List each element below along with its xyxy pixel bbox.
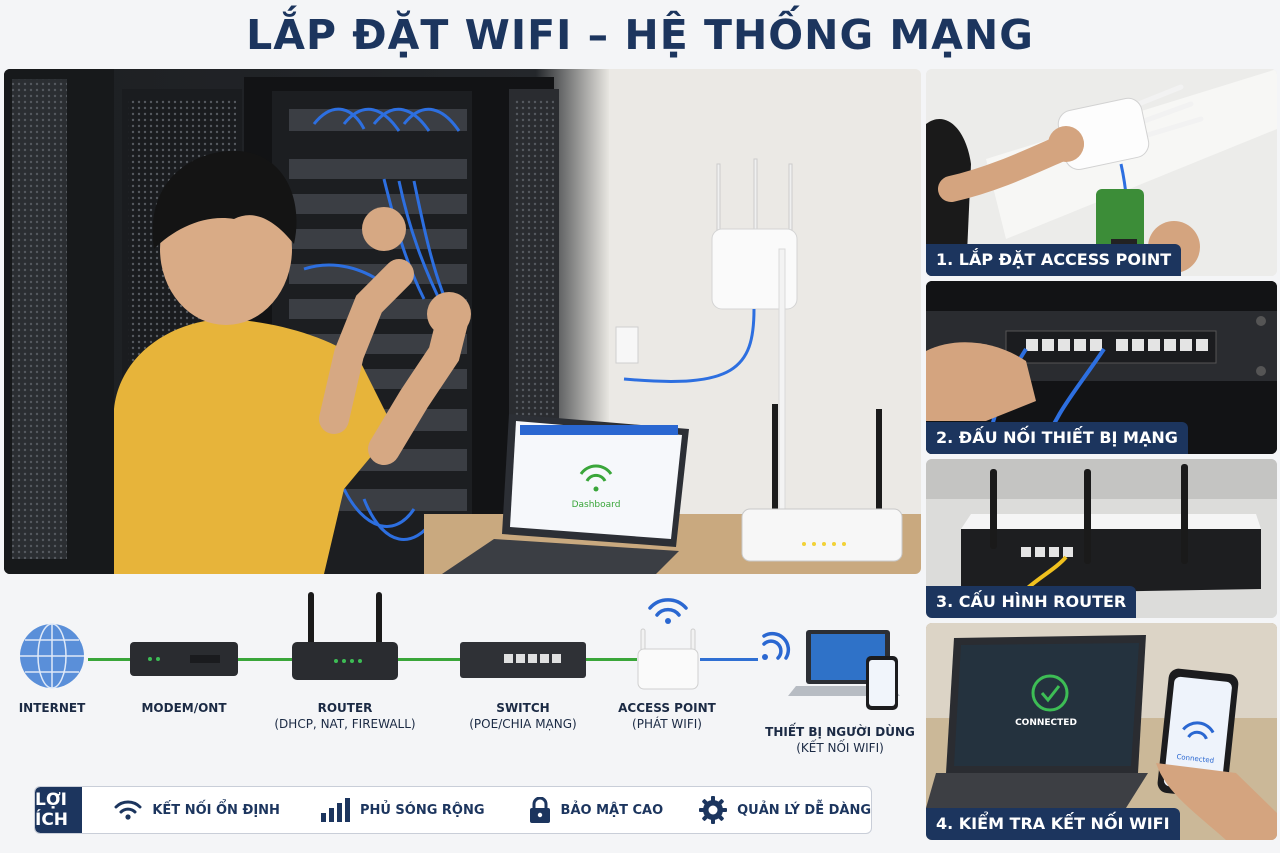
gear-icon	[699, 796, 728, 824]
flow-label-modem: MODEM/ONT	[141, 701, 227, 715]
network-flow-diagram: INTERNET MODEM/ONT ROUTER (DHCP, NAT, FI…	[0, 580, 920, 770]
benefits-bar: LỢI ÍCH KẾT NỐI ỔN ĐỊNH PHỦ SÓNG RỘNG	[34, 786, 872, 834]
wifi-icon	[114, 800, 142, 820]
flow-label-access-point: ACCESS POINT (PHÁT WIFI)	[618, 701, 716, 731]
laptop-wifi-icon	[579, 464, 613, 482]
benefit-stable-connection: KẾT NỐI ỔN ĐỊNH	[114, 799, 280, 821]
access-point-icon	[634, 594, 702, 696]
phone-connected-text: Connected	[1176, 753, 1214, 765]
flow-label-user-devices: THIẾT BỊ NGƯỜI DÙNG (KẾT NỐI WIFI)	[765, 725, 915, 755]
connector-line	[238, 658, 293, 661]
benefits-heading: LỢI ÍCH	[35, 787, 83, 833]
step-check-wifi-connection: CONNECTED Connected 4. KIỂM TRA KẾT NỐI …	[926, 623, 1277, 840]
flow-label-internet: INTERNET	[18, 701, 86, 715]
step-label: 3. CẤU HÌNH ROUTER	[926, 586, 1137, 618]
connector-line	[700, 658, 758, 661]
step-configure-router: 3. CẤU HÌNH ROUTER	[926, 459, 1277, 618]
switch-icon	[460, 642, 586, 682]
user-devices-icon	[786, 628, 902, 720]
connector-line	[398, 658, 460, 661]
connector-line	[585, 658, 637, 661]
step-label: 4. KIỂM TRA KẾT NỐI WIFI	[926, 808, 1180, 840]
step-label: 1. LẮP ĐẶT ACCESS POINT	[926, 244, 1182, 276]
benefit-wide-coverage: PHỦ SÓNG RỘNG	[320, 798, 485, 822]
flow-label-switch: SWITCH (POE/CHIA MẠNG)	[469, 701, 577, 731]
flow-label-router: ROUTER (DHCP, NAT, FIREWALL)	[274, 701, 416, 731]
wifi-signal-icon	[756, 624, 792, 668]
globe-icon	[18, 622, 86, 694]
connector-line	[88, 658, 130, 661]
modem-icon	[130, 642, 238, 680]
step-label: 2. ĐẤU NỐI THIẾT BỊ MẠNG	[926, 422, 1188, 454]
page-title: LẮP ĐẶT WIFI – HỆ THỐNG MẠNG	[246, 11, 1034, 59]
benefit-easy-management: QUẢN LÝ DỄ DÀNG	[699, 796, 871, 824]
lock-icon	[529, 797, 550, 823]
step-install-access-point: 1. LẮP ĐẶT ACCESS POINT	[926, 69, 1277, 276]
benefit-high-security: BẢO MẬT CAO	[529, 797, 663, 823]
laptop-screen-text: Dashboard	[572, 500, 621, 510]
step-connect-network-devices: 2. ĐẤU NỐI THIẾT BỊ MẠNG	[926, 281, 1277, 454]
main-photo-server-rack: Dashboard	[4, 69, 921, 574]
router-icon	[292, 592, 400, 688]
laptop-connected-text: CONNECTED	[1015, 718, 1077, 728]
signal-bars-icon	[320, 798, 350, 822]
